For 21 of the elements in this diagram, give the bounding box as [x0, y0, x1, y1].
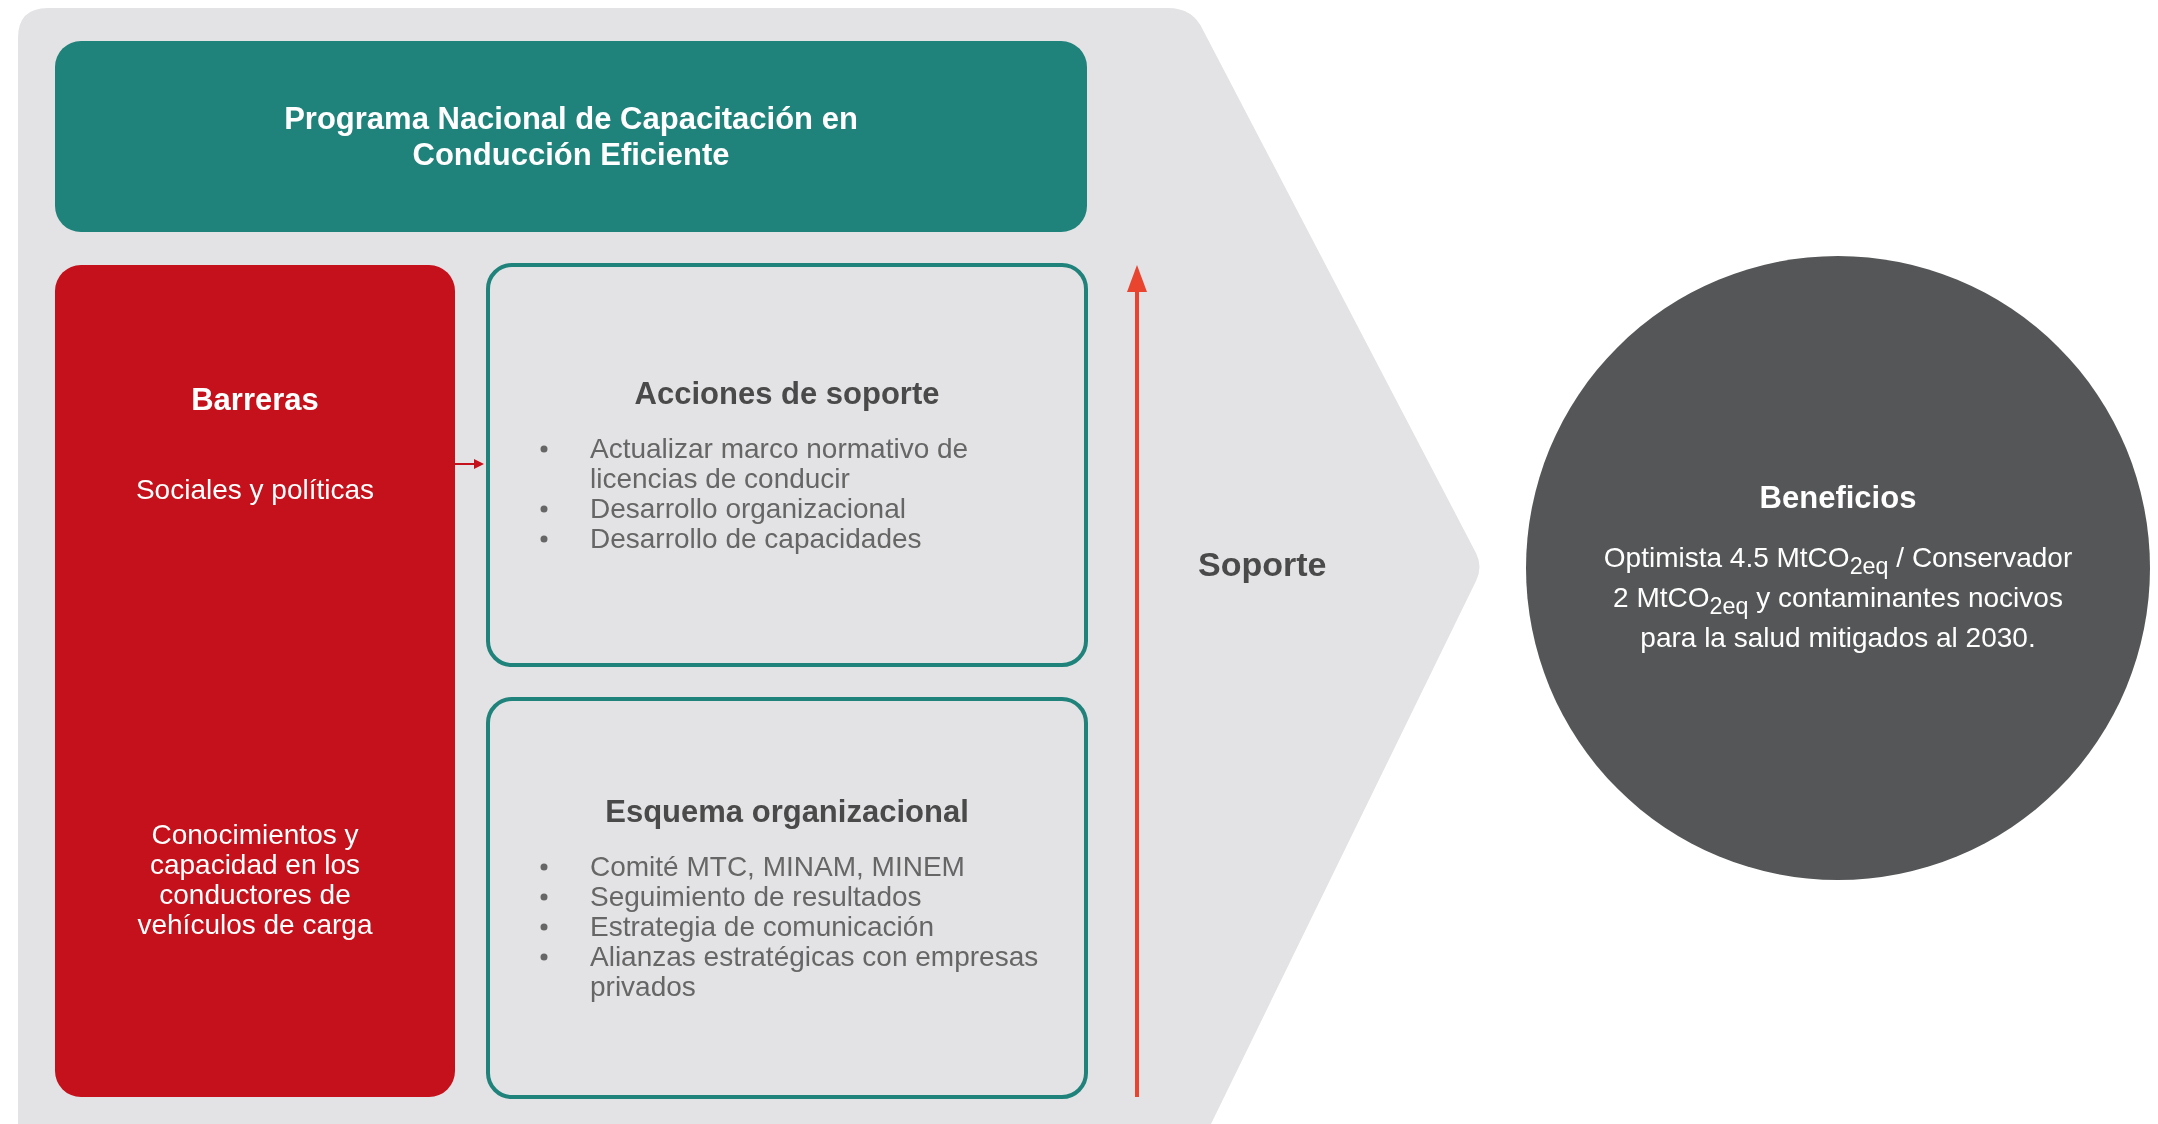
box-heading: Acciones de soporte	[633, 376, 941, 412]
info-box	[486, 697, 1088, 1099]
list-item: Seguimiento de resultados	[590, 881, 922, 912]
info-box	[486, 263, 1088, 667]
box-heading: Esquema organizacional	[604, 794, 970, 830]
list-item: Estrategia de comunicación	[590, 911, 934, 942]
circle-heading: Beneficios	[1758, 482, 1918, 515]
list-item: Desarrollo organizacional	[590, 493, 906, 524]
benefits-text: Optimista 4.5 MtCO$_{2eq}$ / Conservador 2 MtCO$_{2eq}$ y contaminantes nocivos para la salud mitigados al 2030.	[1602, 542, 2074, 654]
barrier-text: Sociales y políticas	[134, 475, 376, 505]
banner-title: Programa Nacional de Capacitación en Conducción Eficiente	[283, 100, 859, 173]
barrier-text: Conocimientos y capacidad en los conductores de vehículos de carga	[136, 820, 374, 940]
list-item: Alianzas estratégicas con empresas privados	[590, 941, 1039, 1002]
list-item: Comité MTC, MINAM, MINEM	[590, 851, 965, 882]
list-item: Desarrollo de capacidades	[590, 523, 922, 554]
axis-label: Soporte	[1198, 545, 1327, 584]
program-banner	[55, 41, 1087, 232]
panel-heading: Barreras	[190, 385, 320, 415]
barrier-panel	[55, 265, 455, 1097]
list-item: Actualizar marco normativo de licencias de conducir	[590, 433, 969, 494]
pointer-arrow	[454, 459, 484, 469]
